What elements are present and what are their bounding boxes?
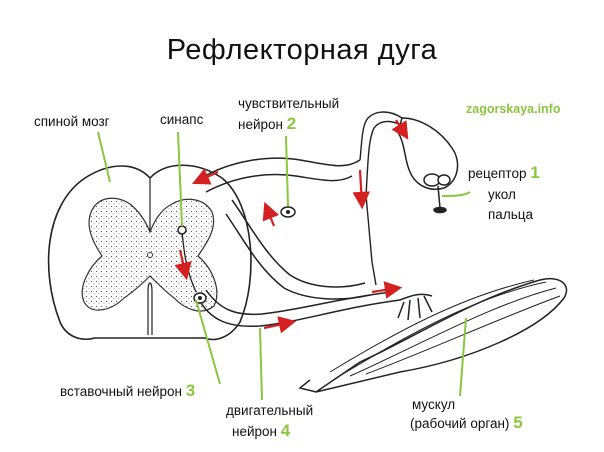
label-motor-neuron-number: 4 [280,421,291,440]
label-motor-neuron-line2: нейрон 4 [232,422,290,440]
finger-receptor [397,117,459,214]
label-interneuron-text: вставочный нейрон [60,384,183,399]
label-receptor-line3: пальца [488,207,533,222]
label-motor-neuron-text: нейрон [232,424,277,439]
label-muscle-line2: (рабочий орган) 5 [410,414,523,432]
watermark: zagorskaya.info [466,102,561,116]
motor-axon [177,225,433,328]
label-sensory-neuron-number: 2 [286,114,297,133]
label-sensory-neuron-line2: нейрон 2 [238,115,296,133]
spinal-cord-section [47,164,252,341]
muscle [298,278,568,393]
pointer-lines [97,131,471,401]
label-sensory-neuron-text: нейрон [238,117,283,132]
label-receptor-line2: укол [488,187,516,202]
label-sensory-neuron-line1: чувствительный [238,96,340,111]
label-motor-neuron-line1: двигательный [226,403,314,418]
label-receptor-text: рецептор [468,166,527,181]
label-muscle-number: 5 [513,413,523,432]
diagram-title: Рефлекторная дуга [166,34,438,66]
label-muscle-text: (рабочий орган) [410,416,510,431]
label-synapse: синапс [160,112,204,127]
label-interneuron: вставочный нейрон 3 [60,382,195,400]
label-spinal-cord: спиной мозг [34,114,110,129]
label-muscle-line1: мускул [412,397,456,412]
label-receptor-line1: рецептор 1 [468,164,540,182]
dorsal-root [197,157,371,300]
label-interneuron-number: 3 [185,381,196,400]
label-receptor-number: 1 [530,163,540,182]
impulse-arrows [174,119,409,334]
